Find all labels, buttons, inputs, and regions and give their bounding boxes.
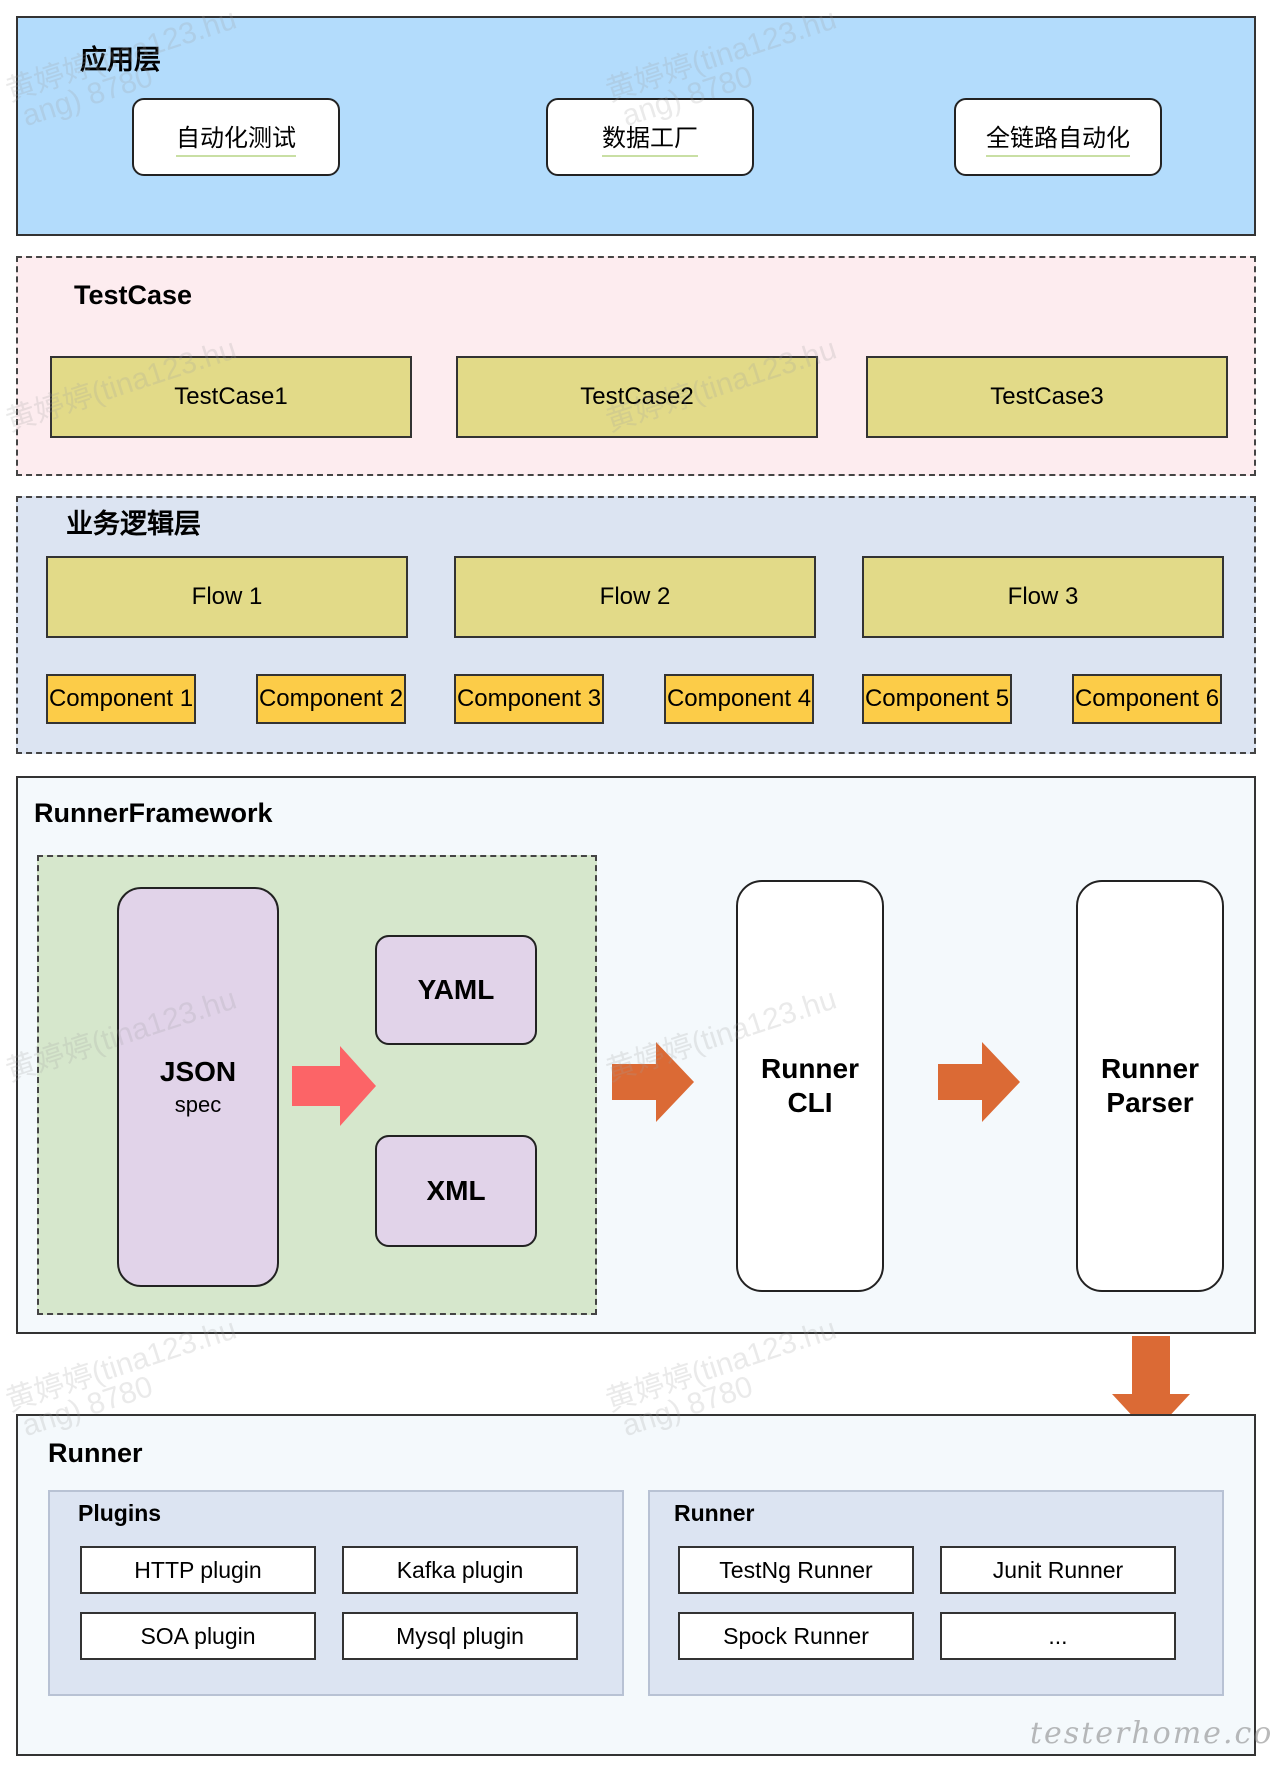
json-subtitle: spec — [174, 1092, 222, 1117]
logic-layer: 业务逻辑层 Flow 1 Flow 2 Flow 3 Component 1 C… — [16, 496, 1256, 754]
testcase-box-2: TestCase2 — [456, 356, 818, 438]
flow-box-3: Flow 3 — [862, 556, 1224, 638]
app-item-data-factory: 数据工厂 — [546, 98, 754, 176]
runner-spock: Spock Runner — [678, 1612, 914, 1660]
app-item-label: 全链路自动化 — [986, 118, 1130, 157]
runner-layer-title: Runner — [48, 1438, 143, 1468]
runner-more: ... — [940, 1612, 1176, 1660]
component-box-5: Component 5 — [862, 674, 1012, 724]
runner-cli-line2: CLI — [787, 1087, 833, 1118]
yaml-box: YAML — [375, 935, 537, 1045]
runners-panel: Runner TestNg Runner Junit Runner Spock … — [648, 1490, 1224, 1696]
runners-title: Runner — [674, 1500, 755, 1526]
testcase-layer-title: TestCase — [74, 280, 193, 310]
runner-layer: Runner Plugins HTTP plugin Kafka plugin … — [16, 1414, 1256, 1756]
app-item-label: 自动化测试 — [176, 118, 296, 157]
component-box-2: Component 2 — [256, 674, 406, 724]
testcase-box-1: TestCase1 — [50, 356, 412, 438]
testcase-layer: TestCase TestCase1 TestCase2 TestCase3 — [16, 256, 1256, 476]
testcase-box-3: TestCase3 — [866, 356, 1228, 438]
logic-layer-title: 业务逻辑层 — [66, 509, 201, 539]
runner-junit: Junit Runner — [940, 1546, 1176, 1594]
plugin-soa: SOA plugin — [80, 1612, 316, 1660]
plugins-panel: Plugins HTTP plugin Kafka plugin SOA plu… — [48, 1490, 624, 1696]
arrow-right-icon — [938, 1042, 1020, 1122]
component-box-1: Component 1 — [46, 674, 196, 724]
runner-cli-box: Runner CLI — [736, 880, 884, 1292]
plugin-kafka: Kafka plugin — [342, 1546, 578, 1594]
runner-testng: TestNg Runner — [678, 1546, 914, 1594]
runner-parser-line1: Runner — [1101, 1053, 1199, 1084]
brand-watermark: testerhome.com — [1030, 1716, 1274, 1751]
component-box-6: Component 6 — [1072, 674, 1222, 724]
app-layer-title: 应用层 — [80, 45, 161, 75]
json-title: JSON — [159, 1056, 237, 1087]
app-item-full-link-automation: 全链路自动化 — [954, 98, 1162, 176]
runner-cli-line1: Runner — [761, 1053, 859, 1084]
app-item-label: 数据工厂 — [602, 118, 698, 157]
arrow-right-icon — [612, 1042, 694, 1122]
arrow-down-icon — [1112, 1336, 1190, 1436]
flow-box-1: Flow 1 — [46, 556, 408, 638]
json-spec-box: JSON spec — [117, 887, 279, 1287]
component-box-4: Component 4 — [664, 674, 814, 724]
app-item-automation-test: 自动化测试 — [132, 98, 340, 176]
runner-parser-box: Runner Parser — [1076, 880, 1224, 1292]
plugin-mysql: Mysql plugin — [342, 1612, 578, 1660]
plugins-title: Plugins — [78, 1500, 162, 1526]
runner-parser-line2: Parser — [1106, 1087, 1194, 1118]
xml-box: XML — [375, 1135, 537, 1247]
arrow-right-icon — [292, 1046, 376, 1126]
runner-framework-title: RunnerFramework — [34, 798, 273, 828]
flow-box-2: Flow 2 — [454, 556, 816, 638]
plugin-http: HTTP plugin — [80, 1546, 316, 1594]
app-layer: 应用层 自动化测试 数据工厂 全链路自动化 — [16, 16, 1256, 236]
component-box-3: Component 3 — [454, 674, 604, 724]
